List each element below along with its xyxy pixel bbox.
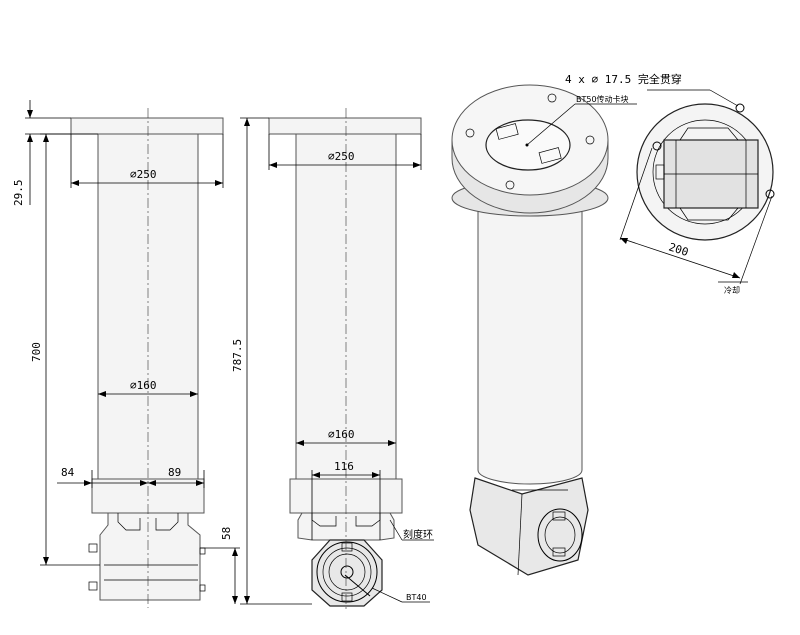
front-head <box>99 512 201 601</box>
dim-side-tube-diameter: ∅160 <box>328 428 355 441</box>
iso-bt40-port <box>537 508 583 562</box>
side-flange <box>268 117 422 135</box>
dim-tube-diameter: ∅160 <box>130 379 157 392</box>
bt40-spindle <box>340 565 354 579</box>
front-flange <box>70 117 224 135</box>
iso-bolt-hole <box>465 128 475 138</box>
dim-bolt-circle: 200 <box>667 240 690 259</box>
iso-view: BT50传动卡块 <box>451 84 637 576</box>
label-bt40: BT40 <box>406 593 427 602</box>
dim-head-width: 116 <box>334 460 354 473</box>
bt40-outer-ring <box>316 541 378 603</box>
top-bolt-hole <box>652 141 662 151</box>
dim-right-offset: 89 <box>168 466 181 479</box>
dim-head-height: 58 <box>220 527 233 540</box>
dim-side-flange-diameter: ∅250 <box>328 150 355 163</box>
dim-flange-diameter: ∅250 <box>130 168 157 181</box>
dim-flange-thickness: 29.5 <box>12 180 25 207</box>
front-view <box>70 108 224 608</box>
label-scale-ring: 刻度环 <box>403 528 433 541</box>
label-bt50-drive-key: BT50传动卡块 <box>576 94 629 104</box>
front-dimensions: 29.5 700 ∅250 ∅160 84 89 <box>12 100 224 566</box>
dim-total-height-787: 787.5 <box>231 339 244 372</box>
top-view: 4 x ∅ 17.5 完全贯穿 200 冷却 <box>565 72 775 295</box>
iso-head <box>469 477 589 576</box>
side-view <box>268 108 422 612</box>
side-dimensions: 787.5 58 ∅250 ∅160 116 刻度环 BT40 <box>200 117 434 605</box>
label-bolt-holes: 4 x ∅ 17.5 完全贯穿 <box>565 72 682 86</box>
iso-tube <box>477 180 583 485</box>
label-section-mark: 冷却 <box>724 285 740 295</box>
side-head <box>311 539 383 607</box>
dim-total-height-700: 700 <box>30 342 43 362</box>
dim-left-offset: 84 <box>61 466 75 479</box>
